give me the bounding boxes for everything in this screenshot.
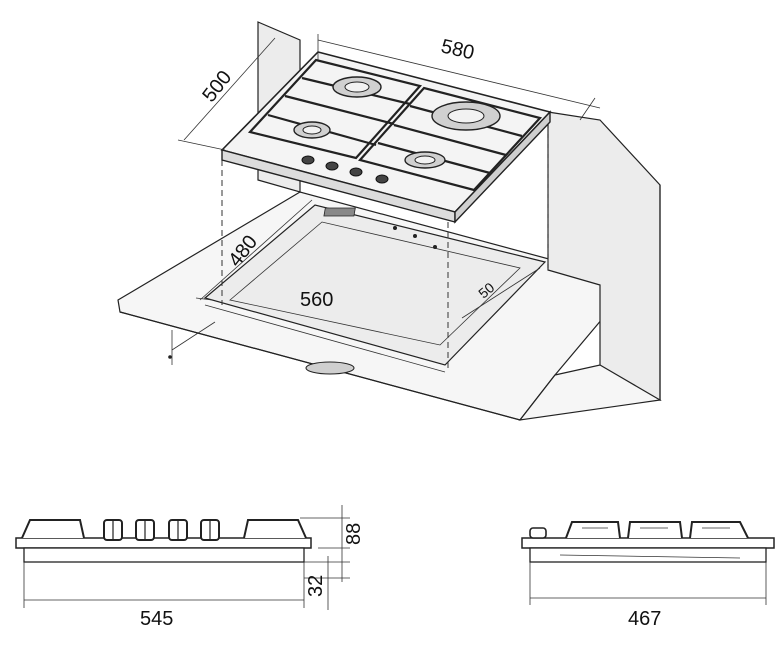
side-elevation: 467 [521, 521, 775, 630]
side-grates [565, 521, 749, 539]
grate-rear-left [247, 58, 423, 160]
dimension-545: 545 [23, 562, 305, 630]
front-grate-left [21, 519, 85, 539]
burner-rear-left-cap [344, 81, 370, 93]
dimension-88: 88 [300, 505, 365, 582]
burner-front-right-cap [414, 155, 436, 165]
front-knobs [103, 519, 220, 541]
hob-right-edge [454, 110, 551, 224]
leader-line [171, 321, 216, 351]
burners [293, 76, 501, 169]
cutout-inner [229, 221, 521, 346]
leader-dot [168, 355, 172, 359]
perspective-view: 580 500 480 560 50 [117, 21, 662, 421]
dimension-label: 560 [300, 289, 333, 311]
dimension-467: 467 [529, 562, 767, 630]
lower-shelf [518, 364, 662, 421]
knob-mark [433, 245, 437, 249]
dimension-560: 560 [204, 289, 446, 373]
knob-mark [413, 234, 417, 238]
burner-front-left-cap [302, 125, 322, 135]
control-knobs [301, 155, 389, 184]
side-knob [529, 527, 547, 539]
knob-mark [323, 207, 356, 217]
hob-base-side [521, 537, 775, 549]
hob-body [23, 547, 305, 563]
front-grate-right [243, 519, 307, 539]
dimension-32: 32 [304, 556, 350, 610]
knob [301, 155, 315, 165]
dimension-label: 545 [140, 608, 173, 630]
inner-line [559, 554, 741, 559]
gas-fitting [305, 361, 355, 375]
dimension-label: 467 [628, 608, 661, 630]
knob [375, 174, 389, 184]
dimension-label: 500 [198, 67, 236, 107]
dimension-label: 580 [439, 35, 476, 64]
hob-body-side [529, 547, 767, 563]
cutout-knob-marks [323, 207, 437, 249]
cutout-opening [203, 204, 547, 366]
front-elevation: 545 88 32 [15, 505, 365, 630]
hob-base [15, 537, 312, 549]
dimension-label: 88 [343, 523, 365, 545]
grate-front-right [357, 86, 543, 192]
knob [325, 161, 339, 171]
knob [349, 167, 363, 177]
burner-rear-right-cap [447, 108, 485, 124]
dimension-label: 32 [305, 575, 327, 597]
knob-mark [393, 226, 397, 230]
